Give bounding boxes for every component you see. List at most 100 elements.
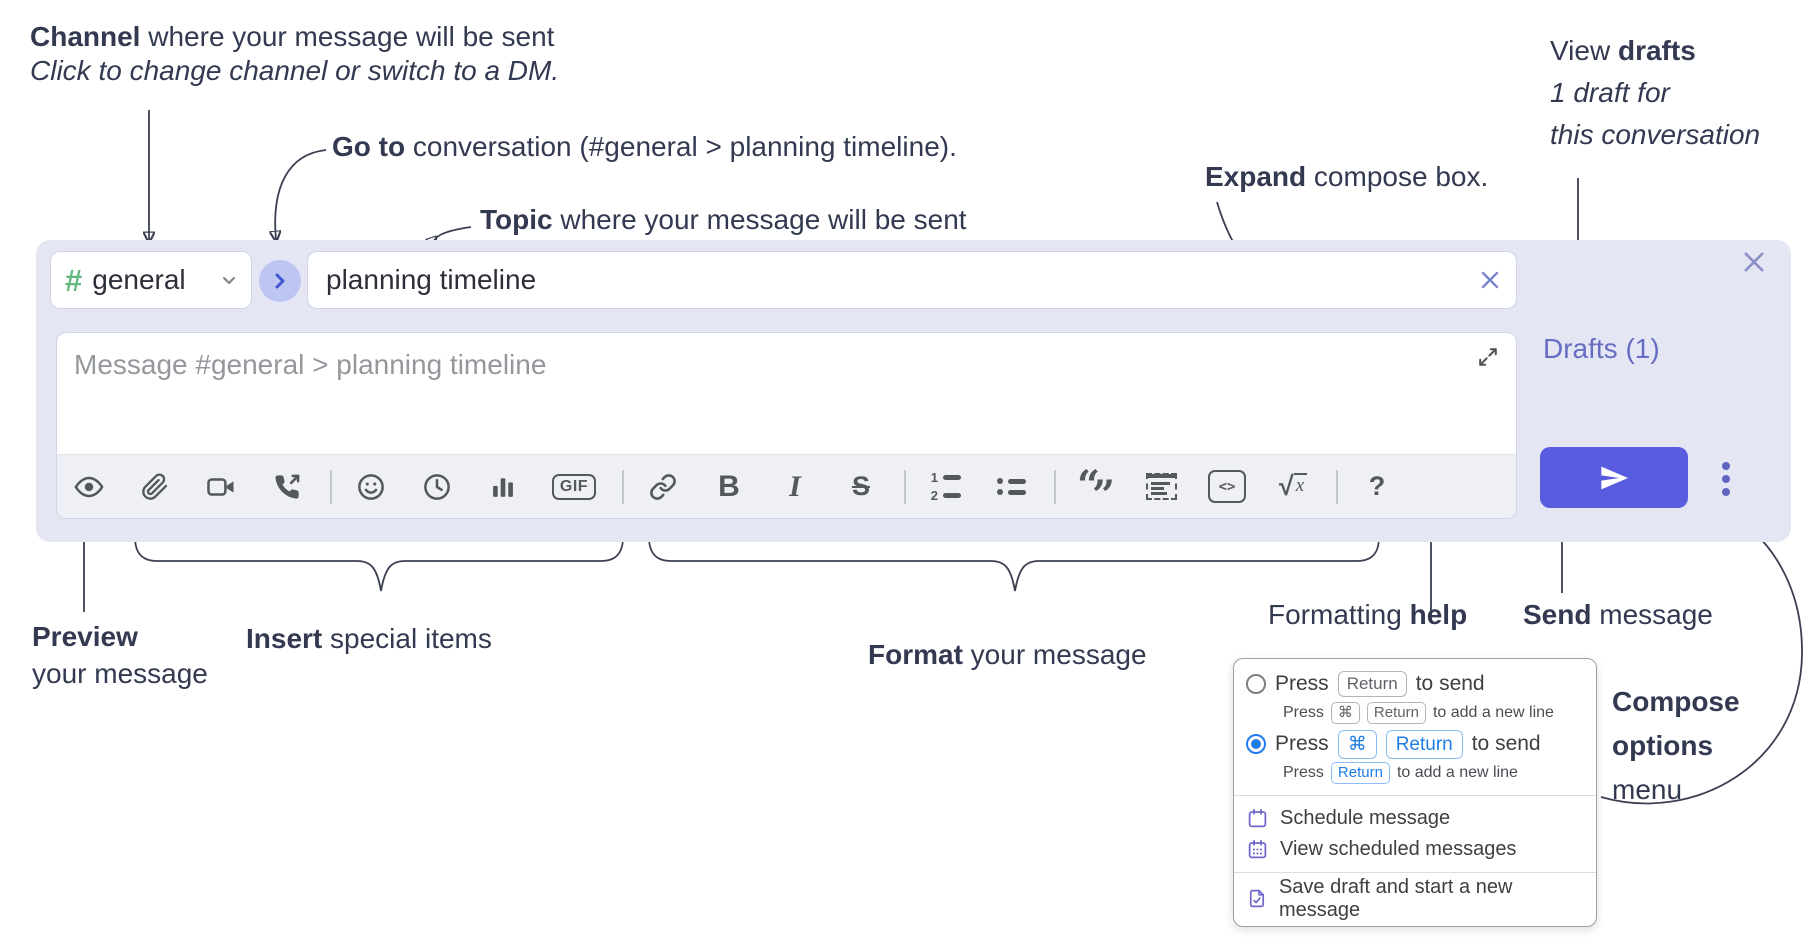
save-draft-item[interactable]: Save draft and start a new message (1234, 876, 1596, 921)
kbd-cmd: ⌘ (1330, 702, 1360, 724)
kbd-return: Return (1366, 702, 1426, 724)
topic-clear-button[interactable] (1470, 260, 1510, 300)
goto-annotation: Go to conversation (#general > planning … (332, 131, 957, 162)
insert-annotation: Insert special items (246, 623, 492, 654)
drafts-link[interactable]: Drafts (1) (1543, 333, 1660, 364)
math-icon: √x (1279, 473, 1308, 500)
compose-toolbar: GIF B I S (57, 454, 1516, 518)
spoiler-icon (1145, 473, 1177, 500)
numbered-list-button[interactable]: 1 2 (920, 464, 970, 510)
formatting-help-annotation: Formatting help (1268, 599, 1468, 630)
preview-annotation: Preview your message (32, 621, 208, 689)
eye-icon (74, 476, 104, 497)
video-call-button[interactable] (196, 464, 246, 510)
message-area: GIF B I S (56, 332, 1517, 519)
option-text: to send (1415, 672, 1485, 695)
compose-options-button[interactable] (1712, 454, 1740, 504)
compose-box: # general (36, 240, 1791, 542)
send-annotation: Send message (1523, 599, 1713, 630)
kbd-return: Return (1330, 762, 1390, 784)
close-icon (1744, 252, 1764, 272)
topic-annotation: Topic where your message will be sent (480, 204, 967, 235)
send-button[interactable] (1540, 447, 1688, 508)
code-icon: <> (1208, 470, 1246, 503)
italic-button[interactable]: I (770, 464, 820, 510)
poll-button[interactable] (478, 464, 528, 510)
close-icon (1481, 271, 1499, 289)
message-textarea[interactable] (57, 333, 1516, 454)
view-drafts-annotation: View drafts 1 draft for this conversatio… (1550, 35, 1761, 150)
expand-icon (1479, 348, 1497, 366)
radio-unselected-icon[interactable] (1246, 674, 1266, 694)
bar-chart-icon (493, 477, 513, 497)
voice-call-button[interactable] (262, 464, 312, 510)
option-text: to send (1471, 732, 1541, 755)
emoji-button[interactable] (346, 464, 396, 510)
kbd-cmd: ⌘ (1337, 729, 1377, 759)
numbered-list-icon: 1 2 (929, 471, 961, 502)
strikethrough-button[interactable]: S (836, 464, 886, 510)
menu-divider (1234, 795, 1596, 796)
question-mark-icon: ? (1368, 471, 1386, 501)
topic-input[interactable] (308, 264, 1470, 296)
insert-brace (134, 536, 624, 592)
menu-divider (1234, 872, 1596, 873)
channel-hash-icon: # (65, 262, 83, 298)
preview-button[interactable] (64, 464, 114, 510)
spoiler-button[interactable] (1136, 464, 1186, 510)
option-text: Press (1275, 732, 1329, 755)
menu-item-label: Save draft and start a new message (1278, 875, 1513, 921)
bold-icon: B (718, 469, 740, 503)
goto-arrow (275, 149, 327, 240)
send-options-menu: Press Return to send Press ⌘ Return to a… (1233, 658, 1597, 927)
channel-selector[interactable]: # general (50, 251, 252, 309)
global-time-button[interactable] (412, 464, 462, 510)
toolbar-divider (904, 469, 906, 504)
expand-compose-button[interactable] (1472, 341, 1504, 373)
chevron-right-icon (275, 273, 285, 289)
toolbar-divider (1054, 469, 1056, 504)
channel-name: general (92, 264, 186, 295)
bulleted-list-button[interactable] (986, 464, 1036, 510)
kbd-return: Return (1337, 671, 1407, 697)
gif-button[interactable]: GIF (544, 464, 604, 510)
phone-outgoing-icon (275, 474, 300, 499)
cmd-enter-sends-option[interactable]: Press ⌘ Return to send (1234, 728, 1596, 760)
schedule-message-item[interactable]: Schedule message (1234, 803, 1596, 834)
link-button[interactable] (638, 464, 688, 510)
channel-annotation: Channel where your message will be sent … (30, 21, 560, 86)
toolbar-divider (1336, 469, 1338, 504)
draft-document-icon (1249, 889, 1265, 908)
menu-item-label: View scheduled messages (1280, 838, 1517, 860)
cmd-enter-sends-subtext: Press Return to add a new line (1234, 760, 1596, 788)
toolbar-divider (622, 469, 624, 504)
format-brace (648, 536, 1380, 592)
compose-close-button[interactable] (1734, 242, 1774, 282)
quote-button[interactable]: “ ” (1070, 461, 1120, 519)
code-button[interactable]: <> (1202, 464, 1252, 510)
expand-annotation: Expand compose box. (1205, 161, 1489, 192)
calendar-grid-icon (1248, 839, 1267, 859)
kebab-dot (1722, 462, 1730, 470)
quote-icon: “ ” (1077, 461, 1115, 519)
italic-icon: I (789, 469, 801, 503)
kebab-dot (1722, 475, 1730, 483)
menu-item-label: Schedule message (1280, 807, 1451, 829)
gif-icon: GIF (551, 473, 597, 500)
view-scheduled-messages-item[interactable]: View scheduled messages (1234, 834, 1596, 865)
kebab-dot (1722, 488, 1730, 496)
math-button[interactable]: √x (1268, 464, 1318, 510)
radio-selected-icon[interactable] (1246, 734, 1266, 754)
send-plane-icon (1601, 466, 1628, 489)
message-formatting-help-button[interactable]: ? (1352, 464, 1402, 510)
strikethrough-icon: S (851, 471, 870, 501)
attach-file-button[interactable] (130, 464, 180, 510)
compose-options-annotation: Compose options menu (1612, 686, 1740, 805)
link-icon (650, 473, 676, 500)
bold-button[interactable]: B (704, 464, 754, 510)
clock-icon (424, 473, 450, 500)
goto-conversation-button[interactable] (259, 260, 301, 302)
enter-sends-option[interactable]: Press Return to send (1234, 668, 1596, 700)
enter-sends-subtext: Press ⌘ Return to add a new line (1234, 700, 1596, 728)
